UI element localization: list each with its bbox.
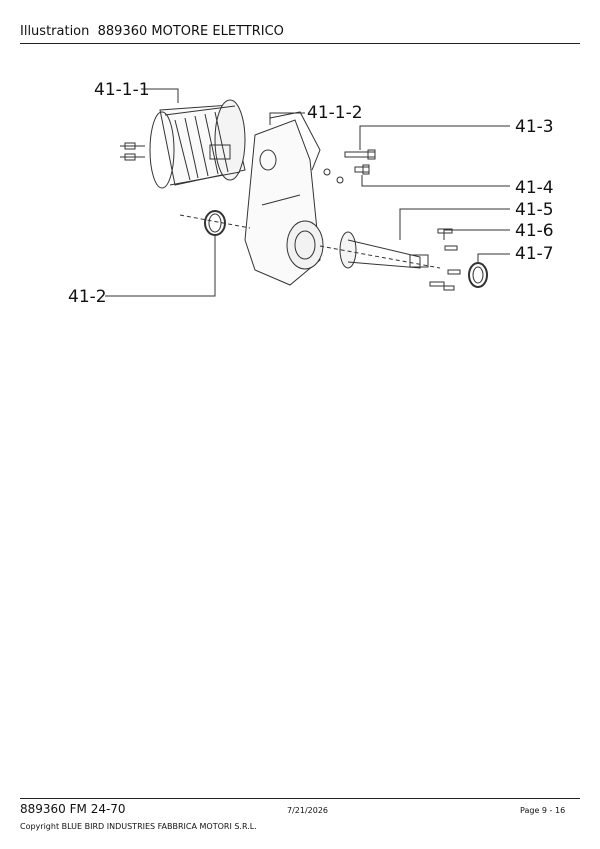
print-date: 7/21/2026 xyxy=(287,806,329,815)
callout-41-2: 41-2 xyxy=(68,287,107,307)
copyright-notice: Copyright BLUE BIRD INDUSTRIES FABBRICA … xyxy=(20,822,257,831)
document-code: 889360 FM 24-70 xyxy=(20,802,126,816)
motor-part xyxy=(120,99,246,189)
callout-41-1-1: 41-1-1 xyxy=(94,80,150,100)
exploded-diagram: 41-1-1 41-1-2 41-3 41-4 41-5 41-6 41-7 4… xyxy=(68,80,554,307)
leader-lines xyxy=(105,88,510,297)
shaft-part xyxy=(319,231,441,269)
callout-41-6: 41-6 xyxy=(515,221,554,241)
page-number: Page 9 - 16 xyxy=(520,806,566,815)
retaining-ring-part xyxy=(468,262,488,288)
seal-ring-part xyxy=(204,210,226,236)
page-title: Illustration 889360 MOTORE ELETTRICO xyxy=(20,24,284,39)
gearbox-part xyxy=(179,111,344,286)
callout-41-5: 41-5 xyxy=(515,200,554,220)
bolt-parts xyxy=(429,228,461,291)
callout-41-4: 41-4 xyxy=(515,178,554,198)
header-divider xyxy=(20,43,580,44)
callout-41-7: 41-7 xyxy=(515,244,554,264)
screw-parts xyxy=(344,149,376,175)
callout-41-1-2: 41-1-2 xyxy=(307,103,363,123)
callout-41-3: 41-3 xyxy=(515,117,554,137)
footer-divider xyxy=(20,798,580,799)
